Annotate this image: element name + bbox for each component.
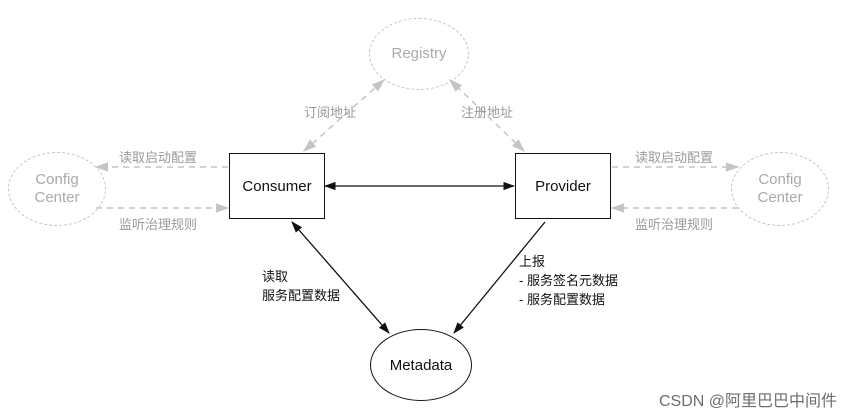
registry-label: Registry	[391, 45, 447, 62]
provider-metadata-label: 上报 - 服务签名元数据 - 服务配置数据	[519, 252, 618, 309]
consumer-label: Consumer	[242, 177, 312, 195]
config-center-right-node: Config Center	[731, 152, 829, 226]
provider-label: Provider	[535, 177, 591, 195]
csdn-watermark: CSDN @阿里巴巴中间件	[658, 393, 837, 410]
provider-metadata-line3: - 服务配置数据	[519, 292, 605, 307]
consumer-metadata-label: 读取 服务配置数据	[262, 267, 340, 305]
consumer-node: Consumer	[229, 153, 325, 219]
consumer-metadata-line2: 服务配置数据	[262, 288, 341, 303]
provider-node: Provider	[515, 153, 611, 219]
config-center-left-node: Config Center	[8, 152, 106, 226]
config-center-left-line1: Config	[35, 171, 79, 188]
registry-node: Registry	[369, 18, 469, 90]
left-read-config-label: 读取启动配置	[119, 150, 198, 165]
right-listen-rules-label: 监听治理规则	[635, 217, 714, 232]
left-listen-rules-label: 监听治理规则	[119, 217, 198, 232]
config-center-right-line1: Config	[758, 171, 802, 188]
metadata-node: Metadata	[370, 329, 472, 401]
consumer-metadata-connector	[291, 221, 390, 334]
right-read-config-label: 读取启动配置	[635, 150, 714, 165]
subscribe-address-label: 订阅地址	[304, 105, 357, 120]
provider-metadata-line2: - 服务签名元数据	[519, 273, 618, 288]
provider-metadata-line1: 上报	[519, 254, 546, 269]
consumer-registry-connector	[302, 79, 386, 152]
provider-metadata-connector	[453, 221, 546, 334]
config-center-left-line2: Center	[34, 189, 80, 206]
register-address-label: 注册地址	[461, 105, 514, 120]
config-center-right-line2: Center	[757, 189, 803, 206]
metadata-label: Metadata	[389, 356, 453, 374]
consumer-metadata-line1: 读取	[262, 269, 289, 284]
